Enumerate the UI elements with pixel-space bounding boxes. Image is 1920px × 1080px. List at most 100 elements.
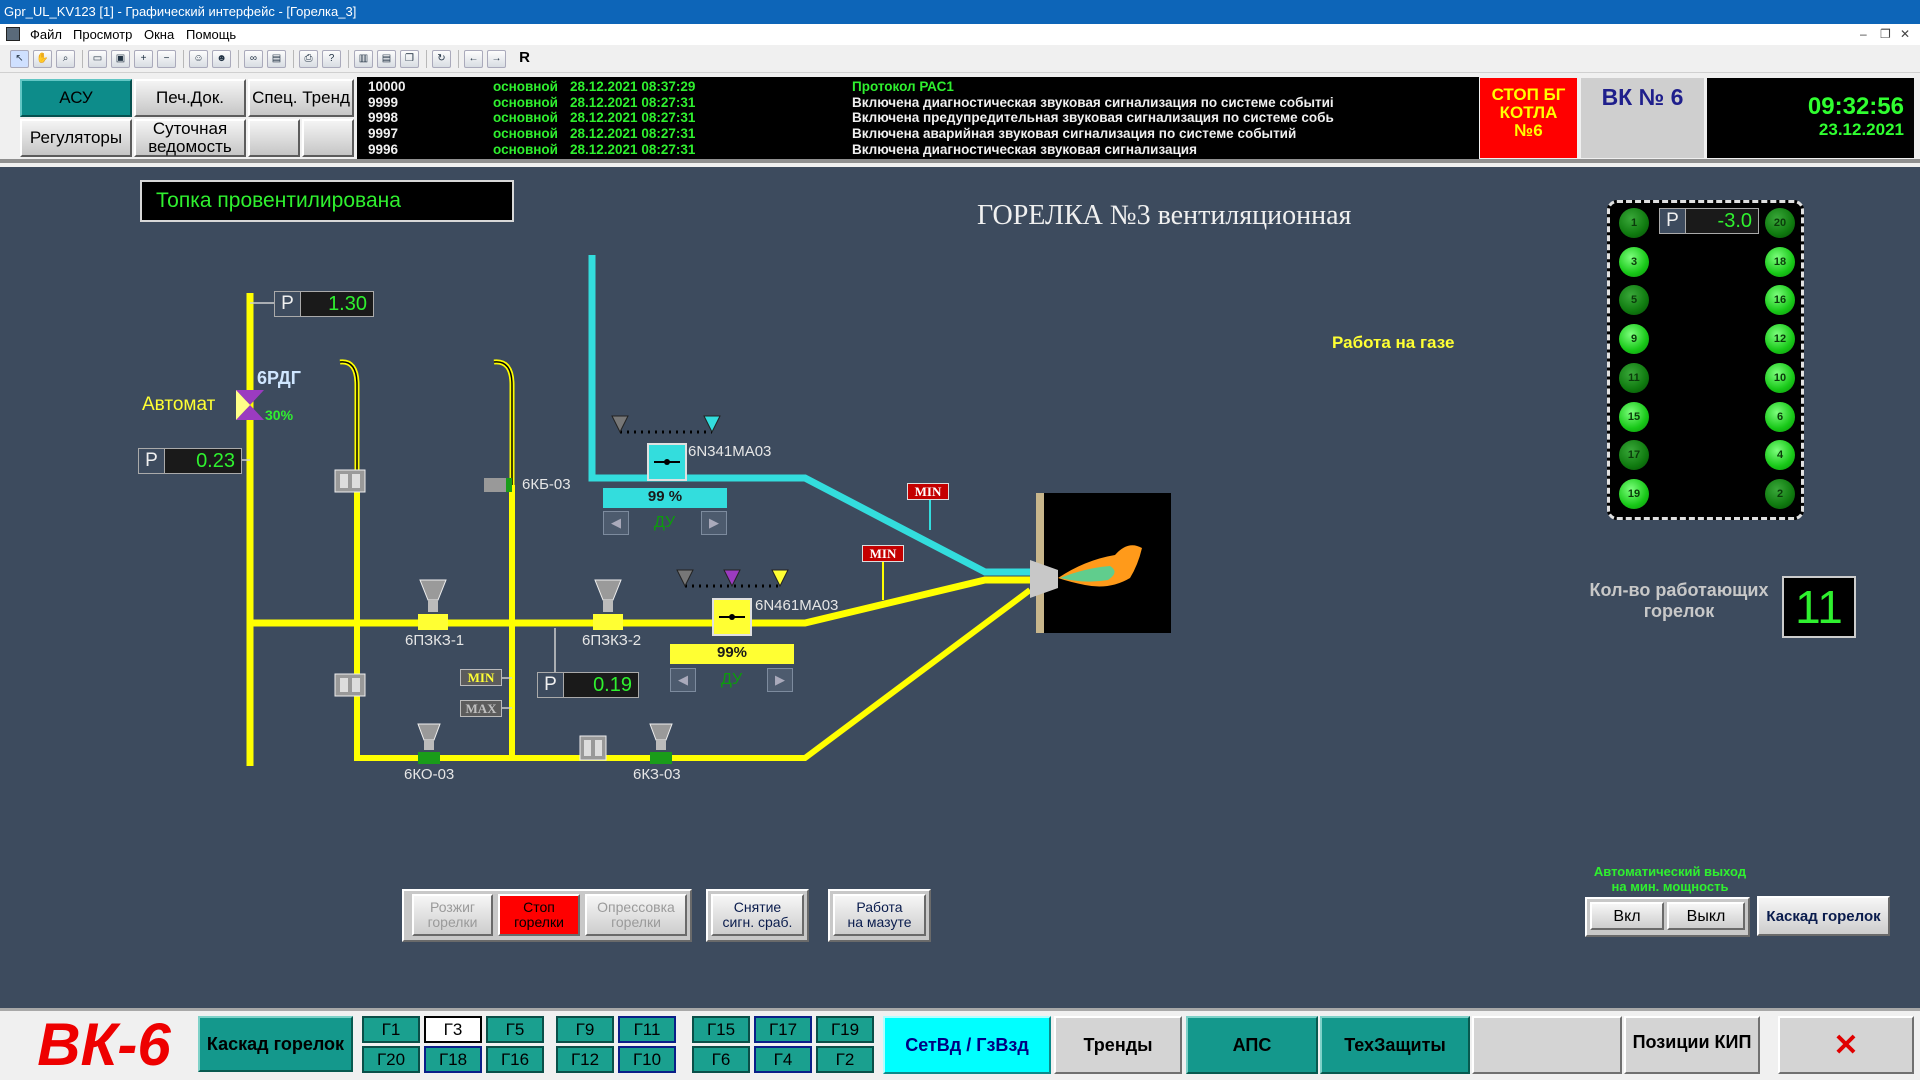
pozicii-kip-button[interactable]: Позиции КИП	[1624, 1016, 1760, 1074]
burner-status-10[interactable]: 10	[1765, 362, 1795, 393]
valve-rdg-icon[interactable]	[236, 390, 264, 420]
max-pressure-badge[interactable]: MAX	[460, 700, 502, 717]
vkl-button[interactable]: Вкл	[1590, 902, 1664, 930]
r-button[interactable]: R	[519, 49, 530, 66]
regulyatory-button[interactable]: Регуляторы	[20, 119, 132, 157]
setvd-button[interactable]: СетВд / ГзВзд	[883, 1016, 1051, 1074]
table-icon[interactable]: ▤	[267, 50, 286, 68]
burner-button-Г2[interactable]: Г2	[816, 1046, 874, 1073]
pressure-top-indicator[interactable]: P 1.30	[274, 291, 374, 317]
empty-bottom-button[interactable]	[1472, 1016, 1622, 1074]
menu-help[interactable]: Помощь	[186, 27, 237, 42]
snyatie-button[interactable]: Снятие сигн. сраб.	[711, 894, 804, 936]
burner-status-6[interactable]: 6	[1765, 401, 1795, 432]
print-icon[interactable]: ⎙	[299, 50, 318, 68]
empty-header-button-2[interactable]	[302, 119, 354, 157]
menu-file[interactable]: Файл	[30, 27, 62, 42]
burner-status-9[interactable]: 9	[1619, 324, 1649, 355]
menu-view[interactable]: Просмотр	[73, 27, 133, 42]
gas-right-arrow-icon[interactable]: ▶	[767, 668, 793, 692]
burner-status-11[interactable]: 11	[1619, 362, 1649, 393]
burner-status-12[interactable]: 12	[1765, 324, 1795, 355]
minimize-icon[interactable]: –	[1860, 27, 1867, 41]
burner-button-Г11[interactable]: Г11	[618, 1016, 676, 1043]
burner-button-Г16[interactable]: Г16	[486, 1046, 544, 1073]
burner-status-15[interactable]: 15	[1619, 401, 1649, 432]
burner-status-19[interactable]: 19	[1619, 478, 1649, 509]
zoom-out-icon[interactable]: −	[157, 50, 176, 68]
valve-kz-icon[interactable]	[649, 723, 673, 764]
sound-off-icon[interactable]: ✕	[1778, 1016, 1914, 1074]
stop-burner-button[interactable]: Стоп горелки	[498, 894, 580, 936]
mazut-button[interactable]: Работа на мазуте	[833, 894, 926, 936]
close-icon[interactable]: ✕	[1900, 27, 1911, 41]
sutochnaya-vedomost-button[interactable]: Суточная ведомость	[134, 119, 246, 157]
burner-button-Г5[interactable]: Г5	[486, 1016, 544, 1043]
refresh-icon[interactable]: ↻	[432, 50, 451, 68]
burner-button-Г3[interactable]: Г3	[424, 1016, 482, 1043]
burner-button-Г9[interactable]: Г9	[556, 1016, 614, 1043]
burner-button-Г15[interactable]: Г15	[692, 1016, 750, 1043]
gas-regulator-icon[interactable]	[676, 569, 789, 636]
burner-button-Г1[interactable]: Г1	[362, 1016, 420, 1043]
cascade-windows-icon[interactable]: ❐	[400, 50, 419, 68]
air-min-badge[interactable]: MIN	[907, 483, 949, 500]
vykl-button[interactable]: Выкл	[1667, 902, 1745, 930]
gas-left-arrow-icon[interactable]: ◀	[670, 668, 696, 692]
forward-arrow-icon[interactable]: →	[487, 50, 506, 68]
spets-trend-button[interactable]: Спец. Тренд	[248, 79, 354, 117]
burner-button-Г20[interactable]: Г20	[362, 1046, 420, 1073]
burner-status-3[interactable]: 3	[1619, 246, 1649, 277]
min-pressure-badge[interactable]: MIN	[460, 669, 502, 686]
binoculars-icon[interactable]: ∞	[244, 50, 263, 68]
asu-button[interactable]: АСУ	[20, 79, 132, 117]
aps-button[interactable]: АПС	[1186, 1016, 1318, 1074]
burner-status-17[interactable]: 17	[1619, 440, 1649, 471]
stop-bg-indicator[interactable]: СТОП БГ КОТЛА №6	[1480, 78, 1577, 158]
zoom-in-icon[interactable]: +	[134, 50, 153, 68]
burner-button-Г10[interactable]: Г10	[618, 1046, 676, 1073]
burner-button-Г4[interactable]: Г4	[754, 1046, 812, 1073]
user-settings-icon[interactable]: ☻	[212, 50, 231, 68]
burner-button-Г18[interactable]: Г18	[424, 1046, 482, 1073]
empty-header-button-1[interactable]	[248, 119, 300, 157]
valve-vent-lower-icon[interactable]	[334, 673, 366, 697]
burner-status-20[interactable]: 20	[1765, 208, 1795, 238]
rozzhig-button[interactable]: Розжиг горелки	[412, 894, 493, 936]
valve-kb-icon[interactable]	[484, 478, 512, 492]
burner-button-Г6[interactable]: Г6	[692, 1046, 750, 1073]
air-right-arrow-icon[interactable]: ▶	[701, 511, 727, 535]
burner-button-Г17[interactable]: Г17	[754, 1016, 812, 1043]
kaskad-bottom-button[interactable]: Каскад горелок	[198, 1016, 353, 1072]
kaskad-goreloc-button[interactable]: Каскад горелок	[1757, 896, 1890, 936]
back-arrow-icon[interactable]: ←	[464, 50, 483, 68]
pressure-panel-indicator[interactable]: P -3.0	[1659, 208, 1759, 234]
zoom-frame-icon[interactable]: ▭	[88, 50, 107, 68]
valve-ko-icon[interactable]	[417, 723, 441, 764]
valve-pzk1-icon[interactable]	[418, 579, 448, 630]
burner-status-16[interactable]: 16	[1765, 285, 1795, 316]
pressure-left-indicator[interactable]: P 0.23	[138, 448, 242, 474]
burner-status-1[interactable]: 1	[1619, 208, 1649, 238]
burner-status-4[interactable]: 4	[1765, 440, 1795, 471]
hand-icon[interactable]: ✋	[33, 50, 52, 68]
help-icon[interactable]: ?	[322, 50, 341, 68]
magnifier-icon[interactable]: ⌕	[56, 50, 75, 68]
burner-status-5[interactable]: 5	[1619, 285, 1649, 316]
trendy-button[interactable]: Тренды	[1054, 1016, 1182, 1074]
valve-bypass-icon[interactable]	[579, 735, 607, 761]
tehzash-button[interactable]: ТехЗащиты	[1320, 1016, 1470, 1074]
tile-horizontal-icon[interactable]: ▤	[377, 50, 396, 68]
burner-button-Г12[interactable]: Г12	[556, 1046, 614, 1073]
menu-windows[interactable]: Окна	[144, 27, 175, 42]
gas-min-badge[interactable]: MIN	[862, 545, 904, 562]
air-left-arrow-icon[interactable]: ◀	[603, 511, 629, 535]
burner-status-18[interactable]: 18	[1765, 246, 1795, 277]
zoom-fit-icon[interactable]: ▣	[111, 50, 130, 68]
